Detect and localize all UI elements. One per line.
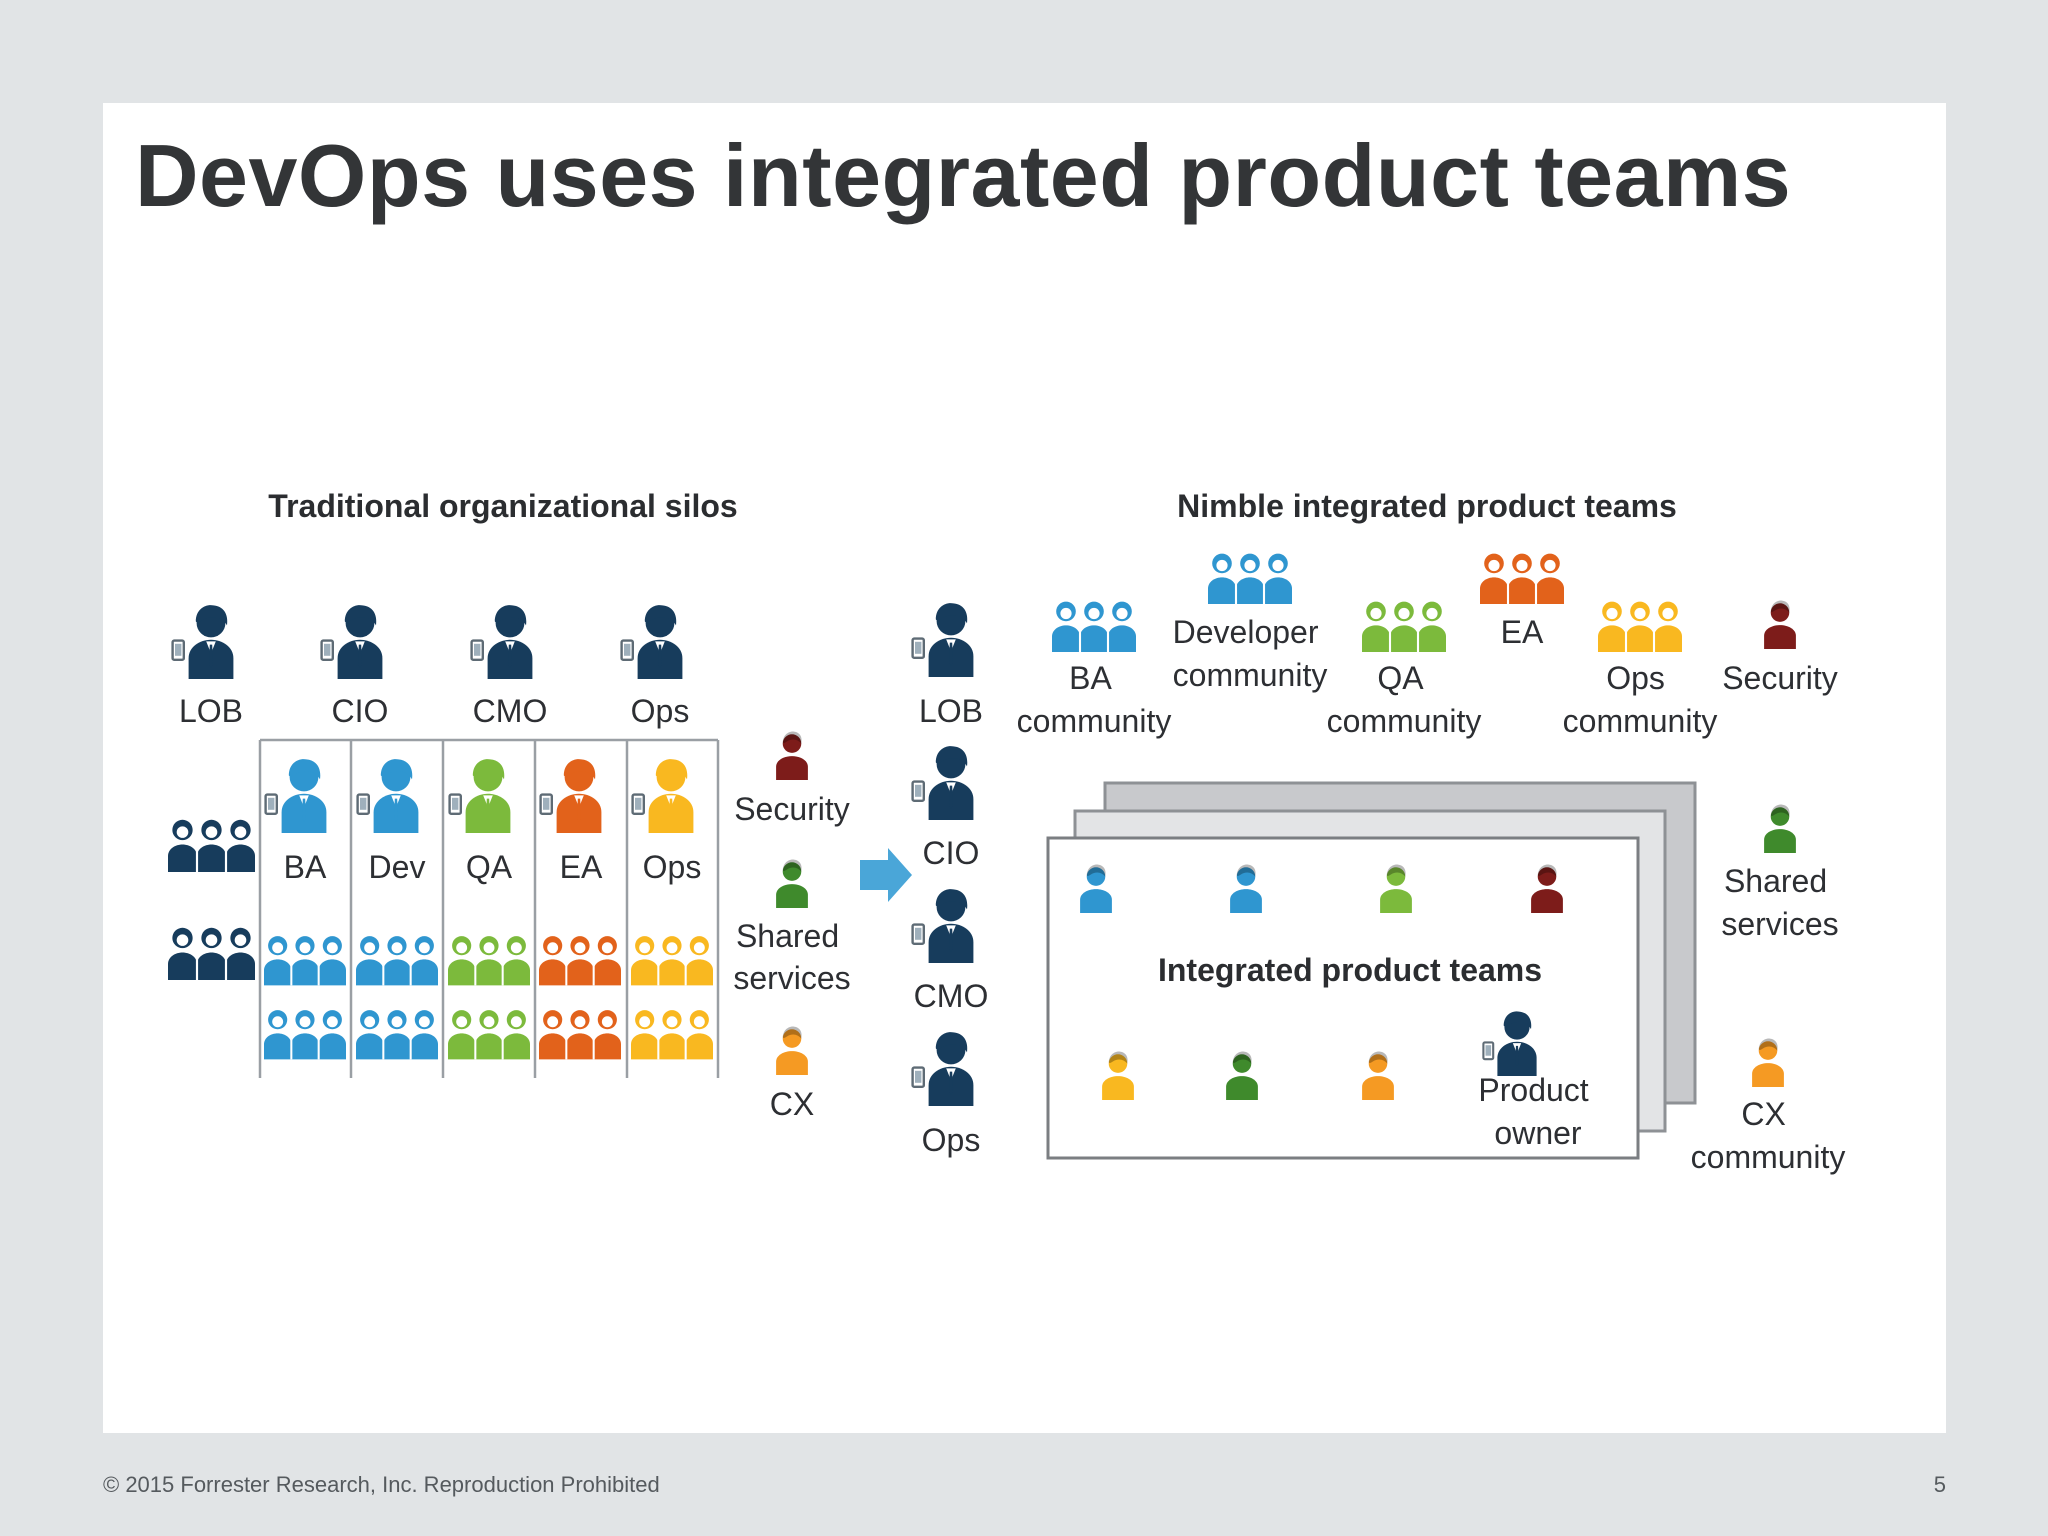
integrated-teams-stack xyxy=(1046,781,1697,1160)
person-icon xyxy=(539,757,603,835)
person-icon xyxy=(1764,600,1796,649)
silo-ea-label: EA xyxy=(560,849,603,885)
left-shared-services-line1: Shared xyxy=(736,918,839,954)
footer-copyright: © 2015 Forrester Research, Inc. Reproduc… xyxy=(103,1472,660,1497)
ops-community-label: Ops community xyxy=(1563,660,1718,739)
team-group-icon xyxy=(1362,600,1446,652)
right-shared-services-label: Shared services xyxy=(1721,863,1838,942)
slide-title: DevOps uses integrated product teams xyxy=(135,126,1792,225)
team-group-icon xyxy=(264,1009,346,1060)
team-group-icon xyxy=(1208,552,1292,604)
team-group-icon xyxy=(539,1009,621,1060)
left-exec-ops-label: Ops xyxy=(631,693,690,729)
person-icon xyxy=(620,603,684,681)
team-group-icon xyxy=(631,935,713,986)
integrated-teams-label: Integrated product teams xyxy=(1158,952,1542,988)
person-icon xyxy=(911,1030,975,1108)
right-security-label: Security xyxy=(1722,660,1838,696)
right-exec-cmo-label: CMO xyxy=(914,978,989,1014)
person-icon xyxy=(1752,1038,1784,1087)
left-security-label: Security xyxy=(734,791,850,827)
person-icon xyxy=(631,757,695,835)
person-icon xyxy=(320,603,384,681)
person-icon xyxy=(911,887,975,965)
communities: BA community Developer community QA comm… xyxy=(1017,552,1838,739)
silo-ba-label: BA xyxy=(284,849,327,885)
team-group-icon xyxy=(448,1009,530,1060)
silo-dev-label: Dev xyxy=(369,849,426,885)
team-group-icon xyxy=(264,935,346,986)
left-shared-services-line2: services xyxy=(733,960,850,996)
person-icon xyxy=(1764,804,1796,853)
team-group-icon xyxy=(1598,600,1682,652)
person-icon xyxy=(776,1026,808,1075)
silo-grid xyxy=(258,738,720,1078)
arrow-right-icon xyxy=(860,848,912,902)
right-exec-ops-label: Ops xyxy=(922,1122,981,1158)
page-number: 5 xyxy=(1933,1472,1946,1497)
right-exec-cio-label: CIO xyxy=(923,835,980,871)
right-exec-lob-label: LOB xyxy=(919,693,983,729)
silo-ops-label: Ops xyxy=(643,849,702,885)
left-exec-cio-label: CIO xyxy=(332,693,389,729)
team-group-icon xyxy=(539,935,621,986)
left-exec-lob-label: LOB xyxy=(179,693,243,729)
right-heading: Nimble integrated product teams xyxy=(1177,488,1677,524)
left-executives: LOB CIO CMO Ops xyxy=(171,603,690,729)
team-group-icon xyxy=(1480,552,1564,604)
team-group-icon xyxy=(356,935,438,986)
person-icon xyxy=(470,603,534,681)
ea-label: EA xyxy=(1501,614,1544,650)
cx-community-label: CX community xyxy=(1691,1096,1846,1175)
silo-qa-label: QA xyxy=(466,849,513,885)
person-icon xyxy=(356,757,420,835)
right-executives: LOB CIO CMO Ops xyxy=(911,601,989,1158)
person-icon xyxy=(776,731,808,780)
left-cx-label: CX xyxy=(770,1086,814,1122)
person-icon xyxy=(264,757,328,835)
person-icon xyxy=(171,603,235,681)
ba-community-label: BA community xyxy=(1017,660,1172,739)
team-group-icon xyxy=(356,1009,438,1060)
person-icon xyxy=(776,859,808,908)
left-exec-cmo-label: CMO xyxy=(473,693,548,729)
developer-community-label: Developer community xyxy=(1173,614,1328,693)
team-group-icon xyxy=(168,926,255,980)
left-shared-services-label: Shared services xyxy=(733,918,850,996)
team-group-icon xyxy=(1052,600,1136,652)
person-icon xyxy=(911,744,975,822)
person-icon xyxy=(911,601,975,679)
left-heading: Traditional organizational silos xyxy=(268,488,737,524)
team-group-icon xyxy=(168,818,255,872)
product-owner-label: Product owner xyxy=(1478,1072,1597,1151)
silo-teams xyxy=(264,935,713,1060)
qa-community-label: QA community xyxy=(1327,660,1482,739)
person-icon xyxy=(448,757,512,835)
team-group-icon xyxy=(631,1009,713,1060)
team-group-icon xyxy=(448,935,530,986)
